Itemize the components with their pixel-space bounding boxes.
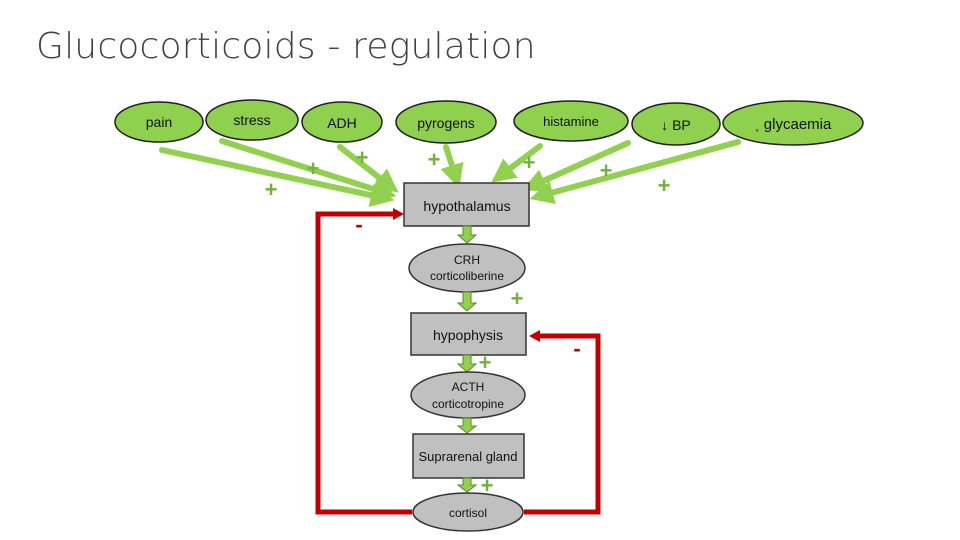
stimulus-stress: stress <box>205 99 299 141</box>
plus-sign-stress: + <box>307 156 320 181</box>
stimulus-adh-label: ADH <box>327 115 357 131</box>
arrow-low-bp <box>522 140 631 192</box>
crh-label: CRH <box>454 253 480 267</box>
hypophysis-label: hypophysis <box>433 327 503 343</box>
down-arrow-hypophysis-acth <box>456 354 478 373</box>
minus-sign-hypophysis: - <box>573 336 580 361</box>
stimulus-pain: pain <box>114 101 204 143</box>
acth-label: ACTH <box>452 380 485 394</box>
plus-sign-suprarenal: + <box>481 473 494 498</box>
node-crh: CRH corticoliberine <box>408 243 526 293</box>
stimulus-adh: ADH <box>301 101 383 143</box>
plus-sign-low-bp: + <box>600 158 613 183</box>
acth-sublabel: corticotropine <box>432 397 504 411</box>
plus-sign-hypophysis: + <box>479 350 492 375</box>
cortisol-label: cortisol <box>449 506 487 520</box>
stimulus-glycaemia: ˯ glycaemia <box>722 100 864 146</box>
stimulus-glycaemia-label: ˯ glycaemia <box>755 116 832 133</box>
node-acth: ACTH corticotropine <box>410 371 526 419</box>
stimulus-arrows <box>159 138 741 207</box>
minus-sign-hypothalamus: - <box>355 212 362 237</box>
stimulus-histamine: histamine <box>513 100 629 142</box>
arrow-histamine <box>491 143 543 183</box>
plus-sign-glycaemia: + <box>658 173 671 198</box>
node-suprarenal-gland: Suprarenal gland <box>412 433 525 479</box>
arrow-pain <box>159 147 395 207</box>
arrow-pyrogens <box>440 144 464 189</box>
stimulus-pain-label: pain <box>146 114 172 130</box>
page-title: Glucocorticoids - regulation <box>36 26 536 67</box>
node-cortisol: cortisol <box>412 492 524 532</box>
node-hypothalamus: hypothalamus <box>403 182 530 227</box>
stimulus-pyrogens: pyrogens <box>395 100 497 144</box>
hypothalamus-label: hypothalamus <box>423 198 510 214</box>
down-arrow-crh-hypophysis <box>456 291 478 312</box>
crh-sublabel: corticoliberine <box>430 269 504 283</box>
feedback-loop-hypothalamus <box>315 208 412 515</box>
stimulus-stress-label: stress <box>233 112 270 128</box>
suprarenal-label: Suprarenal gland <box>418 449 517 464</box>
arrow-stress <box>219 138 397 201</box>
feedback-loop-hypophysis <box>524 330 601 515</box>
stimulus-low-bp: ↓ BP <box>631 102 721 146</box>
plus-sign-pain: + <box>265 177 278 202</box>
down-arrow-hypothalamus-crh <box>456 225 478 244</box>
plus-sign-adh: + <box>356 145 369 170</box>
plus-sign-histamine: + <box>523 150 536 175</box>
down-arrow-acth-suprarenal <box>456 417 478 434</box>
stimulus-plus-signs: + + + + + + + <box>265 145 671 202</box>
arrow-glycaemia <box>529 139 741 205</box>
plus-sign-pyrogens: + <box>428 147 441 172</box>
stimulus-pyrogens-label: pyrogens <box>417 115 475 131</box>
plus-sign-crh: + <box>511 286 524 311</box>
arrow-adh <box>337 144 399 193</box>
stimulus-histamine-label: histamine <box>543 114 599 129</box>
down-arrow-suprarenal-cortisol <box>456 477 478 493</box>
node-hypophysis: hypophysis <box>410 312 527 356</box>
stimulus-low-bp-label: ↓ BP <box>661 117 691 133</box>
